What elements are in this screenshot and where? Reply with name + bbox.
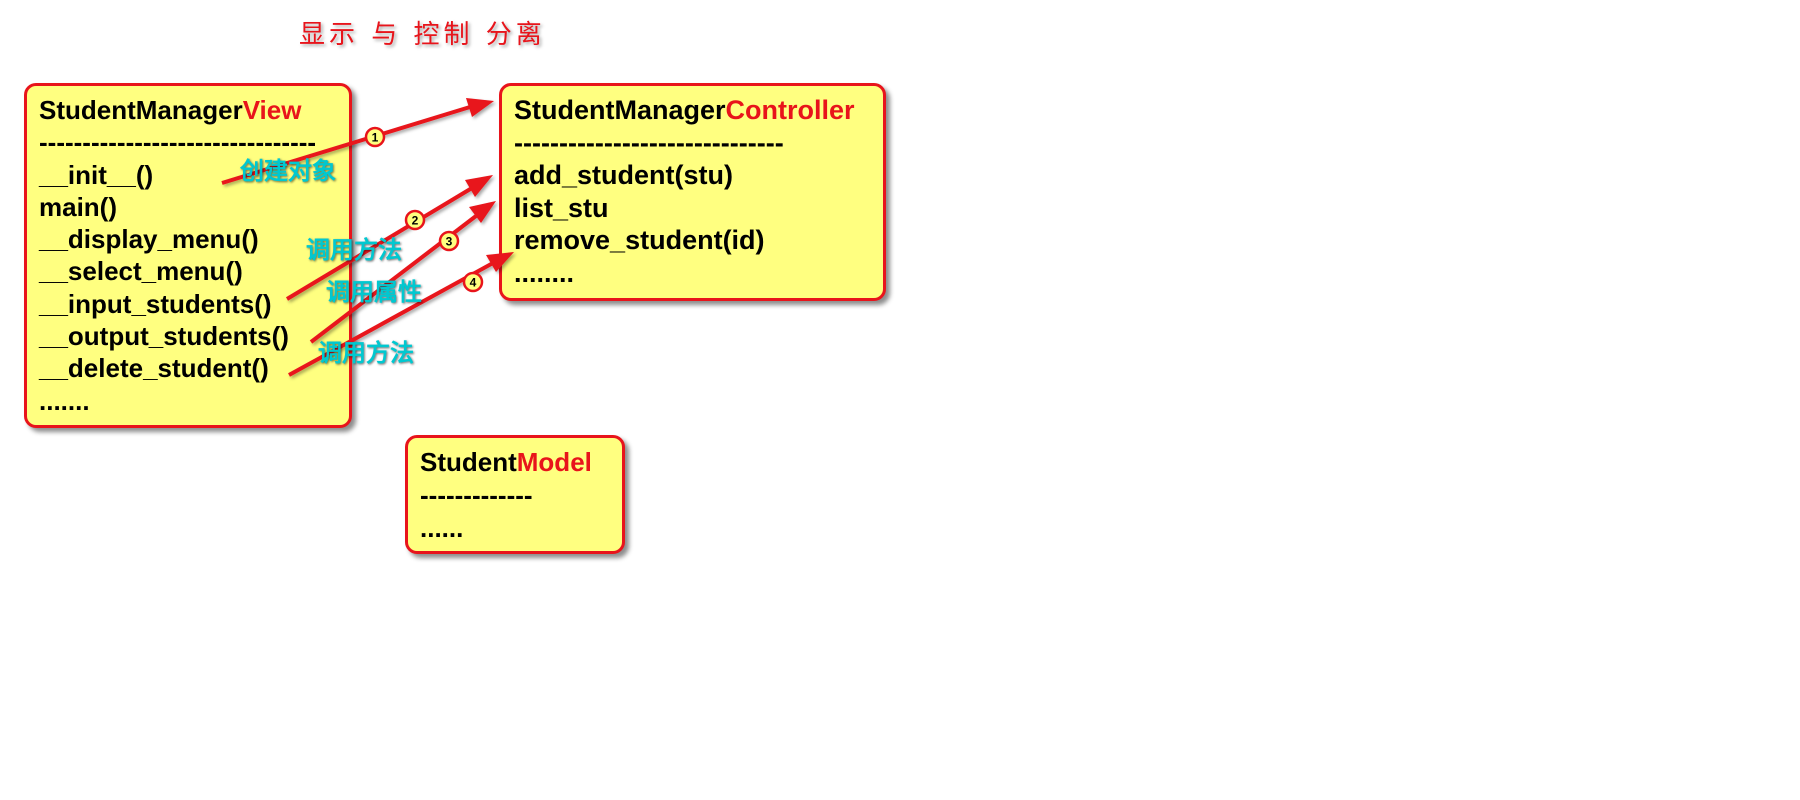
view-class-name-prefix: StudentManager	[39, 95, 243, 125]
arrow-call-method-add	[285, 175, 493, 301]
model-separator: -------------	[420, 480, 533, 510]
view-separator: --------------------------------	[39, 127, 317, 158]
view-method-output-students: __output_students()	[39, 321, 289, 352]
badge-3: 3	[438, 230, 460, 252]
annotation-call-attribute: 调用属性	[326, 278, 422, 306]
view-method-delete-student: __delete_student()	[39, 353, 269, 384]
model-class-name-suffix: Model	[516, 447, 592, 477]
view-method-select-menu: __select_menu()	[39, 256, 243, 287]
model-method-ellipsis: ......	[420, 513, 464, 543]
diagram-title: 显示 与 控制 分离	[299, 20, 546, 50]
controller-class-name-suffix: Controller	[725, 95, 855, 125]
controller-method-remove-student: remove_student(id)	[514, 225, 765, 255]
controller-method-list-stu: list_stu	[514, 192, 609, 223]
arrow-call-method-remove	[288, 252, 514, 377]
model-class-box: StudentModel ------------- ......	[405, 435, 625, 554]
arrow-create-object	[221, 98, 494, 185]
badge-4: 4	[462, 271, 484, 293]
annotation-call-method-2: 调用方法	[318, 339, 414, 367]
controller-method-ellipsis: ........	[514, 257, 575, 288]
view-method-init: __init__()	[39, 159, 154, 190]
controller-class-box: StudentManagerController ---------------…	[499, 83, 886, 301]
view-method-display-menu: __display_menu()	[39, 224, 259, 255]
controller-class-name: StudentManagerController	[514, 94, 883, 127]
badge-1-label: 1	[372, 131, 379, 145]
view-class-name-suffix: View	[242, 95, 302, 125]
view-method-ellipsis: .......	[39, 385, 90, 416]
view-class-box: StudentManagerView ---------------------…	[24, 83, 352, 428]
annotation-create-object: 创建对象	[240, 157, 336, 185]
controller-class-name-prefix: StudentManager	[514, 95, 726, 125]
badge-2: 2	[404, 209, 426, 231]
view-method-main: main()	[39, 191, 117, 222]
view-class-name: StudentManagerView	[39, 94, 349, 126]
view-method-input-students: __input_students()	[39, 288, 272, 319]
badge-1: 1	[364, 126, 386, 148]
badge-2-label: 2	[412, 214, 419, 228]
controller-separator: ------------------------------	[514, 127, 784, 158]
annotation-call-method-1: 调用方法	[306, 236, 402, 264]
controller-method-add-student: add_student(stu)	[514, 160, 733, 190]
model-class-name-prefix: Student	[420, 447, 517, 477]
badge-3-label: 3	[446, 235, 453, 249]
model-class-name: StudentModel	[420, 446, 622, 479]
badge-4-label: 4	[470, 276, 477, 290]
